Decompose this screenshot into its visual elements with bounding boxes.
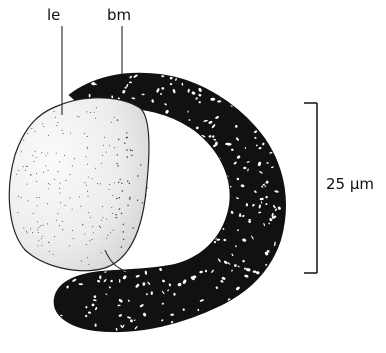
scale-bar [304, 103, 317, 273]
label-bm: bm [107, 6, 131, 24]
label-le: le [47, 6, 60, 24]
scale-bar-label: 25 µm [326, 175, 374, 193]
light-cell [9, 98, 149, 271]
